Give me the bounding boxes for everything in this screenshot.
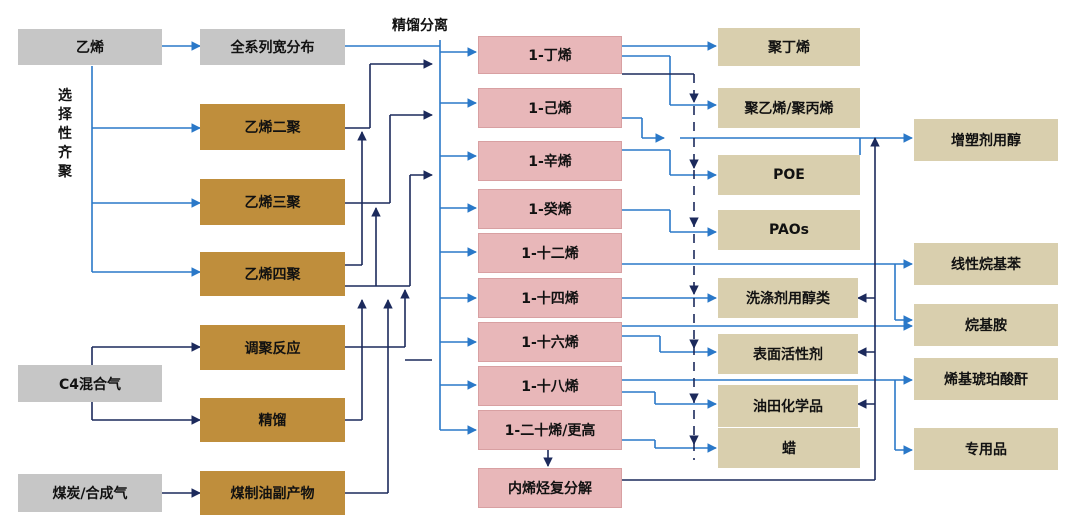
product-alkenyl-succinic-anhydride: 烯基琥珀酸酐 — [914, 358, 1058, 400]
source-coal: 煤炭/合成气 — [18, 474, 162, 512]
product-detergent-alcohols: 洗涤剂用醇类 — [718, 278, 858, 318]
process-dimer: 乙烯二聚 — [200, 104, 345, 150]
olefin-1-octadecene: 1-十八烯 — [478, 366, 622, 406]
source-c4-gas: C4混合气 — [18, 365, 162, 402]
product-specialty: 专用品 — [914, 428, 1058, 470]
recycle-internal-olefin-metathesis: 内烯烃复分解 — [478, 468, 622, 508]
product-wax: 蜡 — [718, 428, 860, 468]
product-linear-alkylbenzene: 线性烷基苯 — [914, 243, 1058, 285]
product-polybutene: 聚丁烯 — [718, 28, 860, 66]
process-coal-byproduct: 煤制油副产物 — [200, 471, 345, 515]
product-surfactants: 表面活性剂 — [718, 334, 858, 374]
olefin-1-decene: 1-癸烯 — [478, 189, 622, 229]
process-tetramer: 乙烯四聚 — [200, 252, 345, 296]
olefin-1-hexadecene: 1-十六烯 — [478, 322, 622, 362]
product-paos: PAOs — [718, 210, 860, 250]
process-trimer: 乙烯三聚 — [200, 179, 345, 225]
product-alkylamines: 烷基胺 — [914, 304, 1058, 346]
olefin-1-octene: 1-辛烯 — [478, 141, 622, 181]
selective-oligomerization-label: 选择性齐聚 — [58, 88, 72, 180]
process-distill: 精馏 — [200, 398, 345, 442]
product-pe-pp: 聚乙烯/聚丙烯 — [718, 88, 860, 128]
olefin-1-hexene: 1-己烯 — [478, 88, 622, 128]
product-plasticizer-alcohols: 增塑剂用醇 — [914, 119, 1058, 161]
product-oilfield-chemicals: 油田化学品 — [718, 385, 858, 427]
olefin-1-eicosene-higher: 1-二十烯/更高 — [478, 410, 622, 450]
process-full-range: 全系列宽分布 — [200, 29, 345, 65]
olefin-1-dodecene: 1-十二烯 — [478, 233, 622, 273]
olefin-1-tetradecene: 1-十四烯 — [478, 278, 622, 318]
product-poe: POE — [718, 155, 860, 195]
process-telomer: 调聚反应 — [200, 325, 345, 370]
distillation-label: 精馏分离 — [392, 18, 448, 34]
source-ethylene: 乙烯 — [18, 29, 162, 65]
olefin-1-butene: 1-丁烯 — [478, 36, 622, 74]
